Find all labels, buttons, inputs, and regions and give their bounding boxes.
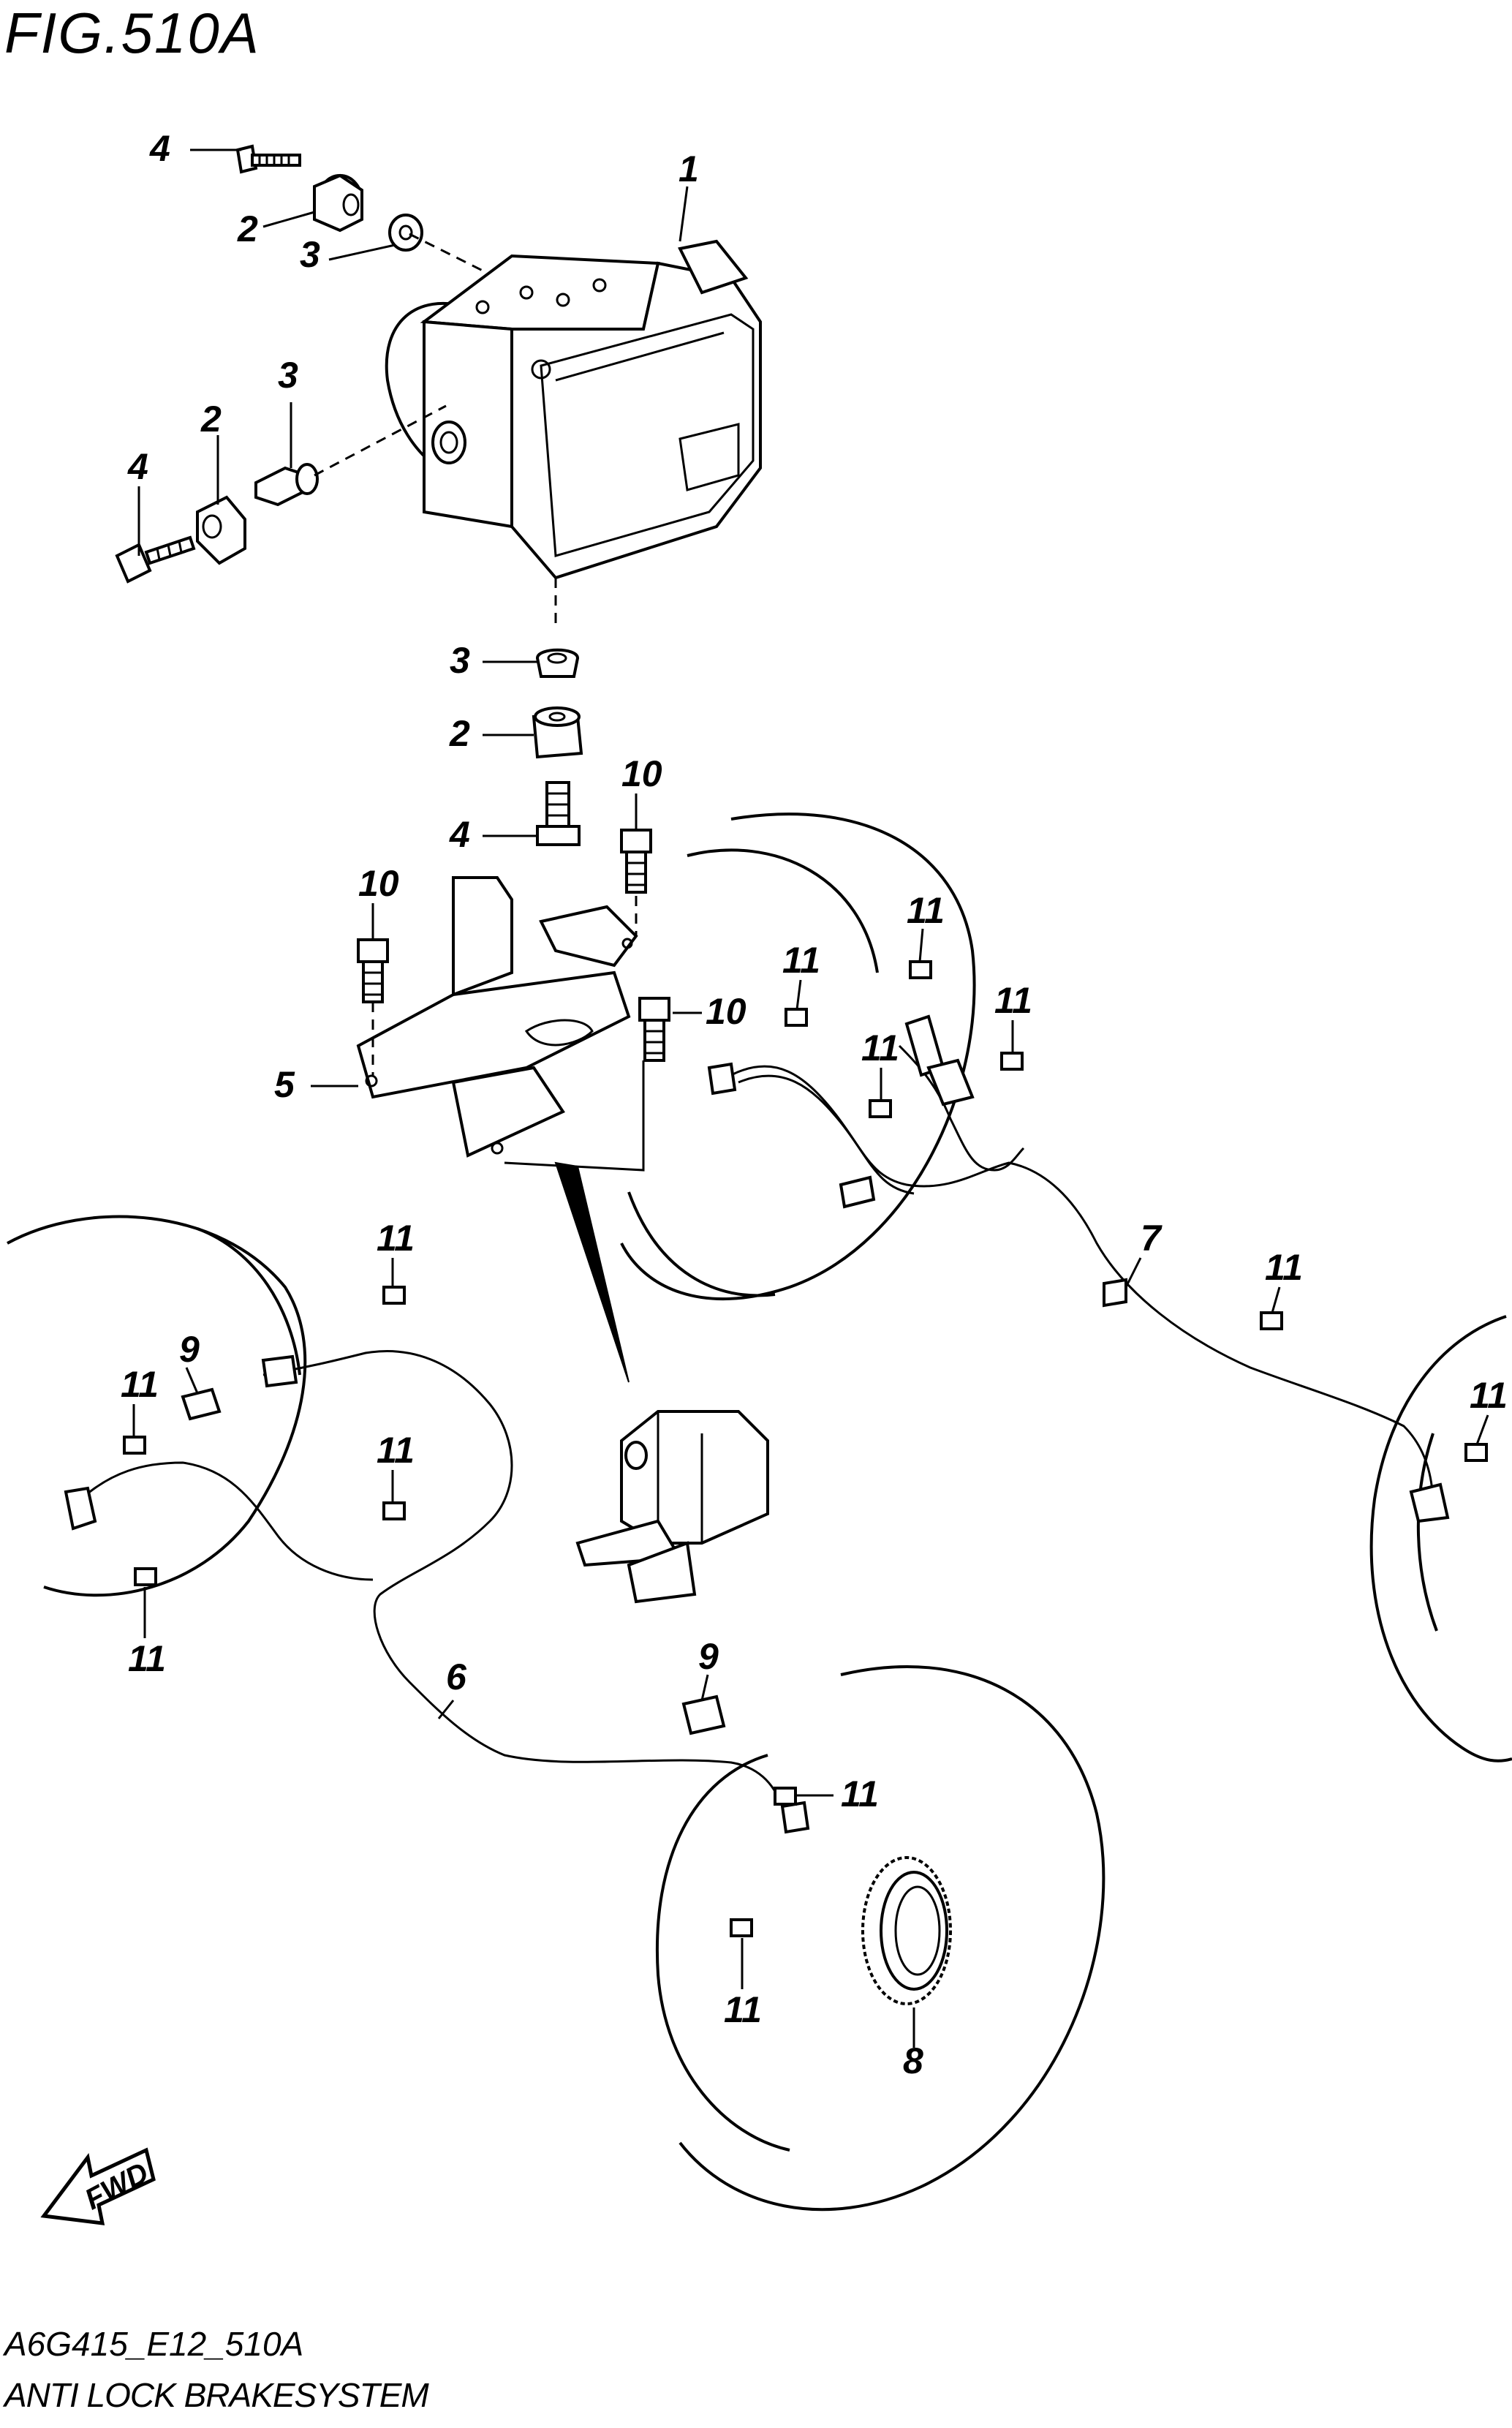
callout-2-left: 2 <box>200 399 222 440</box>
callout-11-e: 11 <box>1265 1247 1303 1288</box>
callout-6: 6 <box>446 1656 467 1697</box>
callout-11-g: 11 <box>377 1218 415 1259</box>
callout-3-left: 3 <box>278 355 298 396</box>
callout-11-c: 11 <box>994 980 1032 1021</box>
leader-lines <box>132 148 1489 2048</box>
clip-9-left <box>181 1387 222 1421</box>
abs-bracket <box>356 876 645 1172</box>
callout-11-a: 11 <box>782 940 820 981</box>
fwd-arrow-icon: FWD <box>40 2147 156 2225</box>
rear-right-wheel-outline <box>620 813 976 1301</box>
figure-title: FIG.510A <box>4 1 260 65</box>
callout-11-i: 11 <box>121 1364 159 1405</box>
callout-2-bottom: 2 <box>449 713 470 754</box>
callout-11-j: 11 <box>128 1638 166 1679</box>
top-bolt-stack <box>235 144 483 272</box>
sensor-rotor <box>861 1856 952 2005</box>
diagram-caption: ANTI LOCK BRAKESYSTEM <box>4 2376 429 2414</box>
callout-4-top: 4 <box>149 128 170 169</box>
rear-left-wheel-outline <box>7 1215 307 1597</box>
callout-4-left: 4 <box>127 446 148 487</box>
inset-pointer-arrow <box>554 1161 630 1383</box>
callout-11-l: 11 <box>724 1989 762 2030</box>
rear-right-wheel-sensor <box>898 1014 1025 1172</box>
clip-9-bottom <box>681 1694 726 1735</box>
callout-5: 5 <box>274 1064 295 1105</box>
callout-11-d: 11 <box>861 1028 899 1068</box>
bottom-bolt-stack <box>532 578 583 846</box>
callout-11-b: 11 <box>907 890 945 931</box>
drawing-code: A6G415_E12_510A <box>4 2325 304 2363</box>
callout-10-left: 10 <box>358 863 399 904</box>
callout-9-left: 9 <box>179 1329 200 1370</box>
left-bolt-stack <box>115 404 447 584</box>
harness-7 <box>707 1062 1450 1523</box>
callout-7: 7 <box>1141 1218 1163 1259</box>
callout-9-bottom: 9 <box>698 1636 719 1677</box>
bolt-10-right <box>638 997 670 1062</box>
callout-2-top: 2 <box>237 208 258 249</box>
bolt-10-left <box>357 938 389 1075</box>
bolt-10-top <box>620 829 652 936</box>
callout-10-top: 10 <box>621 753 662 794</box>
callout-4-bottom: 4 <box>449 814 470 855</box>
bolts-11 <box>123 960 1488 1937</box>
callout-labels: 1 2 2 2 3 3 3 4 4 4 5 6 7 8 9 9 10 10 10… <box>121 128 1508 2081</box>
abs-hydraulic-unit <box>385 239 762 580</box>
callout-11-h: 11 <box>377 1430 415 1471</box>
inset-assembled-unit <box>575 1410 769 1604</box>
callout-3-bottom: 3 <box>450 640 470 681</box>
callout-11-f: 11 <box>1470 1375 1508 1416</box>
harness-6 <box>64 1350 810 1834</box>
callout-10-right: 10 <box>706 991 746 1032</box>
callout-11-k: 11 <box>841 1773 879 1814</box>
front-left-wheel-outline <box>656 1665 1105 2212</box>
callout-8: 8 <box>903 2040 923 2081</box>
callout-3-top: 3 <box>300 234 320 275</box>
callout-1: 1 <box>678 148 699 189</box>
